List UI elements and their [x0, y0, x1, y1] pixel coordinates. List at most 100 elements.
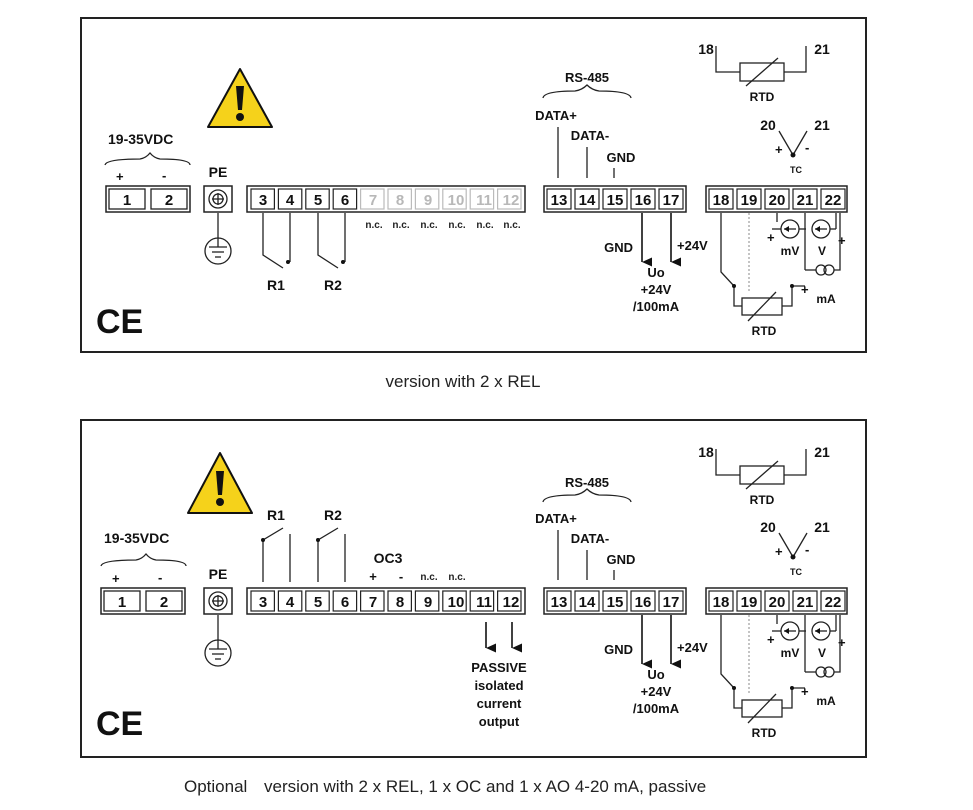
rtd-bottom-symbol	[720, 615, 805, 724]
rtd-top-right-label: 21	[814, 41, 830, 57]
v-plus: +	[838, 233, 846, 248]
mv-label: mV	[781, 646, 800, 660]
terminal-4: 4	[286, 594, 295, 611]
supply-minus: -	[158, 570, 162, 585]
terminal-22: 22	[825, 192, 842, 209]
terminal-cell	[820, 590, 846, 612]
tc-right-label: 21	[814, 117, 830, 133]
ma-plus: +	[801, 282, 809, 297]
terminal-cell	[820, 188, 846, 210]
data-minus-label: DATA-	[571, 128, 610, 143]
ce-mark: CE	[96, 705, 143, 743]
nc-label: n.c.	[476, 220, 493, 231]
tc-left-label: 20	[760, 519, 776, 535]
terminal-cell	[658, 590, 684, 612]
uo-gnd-label: GND	[604, 642, 633, 657]
terminal-cell	[305, 188, 330, 210]
relay-r1-symbol	[262, 213, 291, 269]
terminal-cell	[469, 188, 495, 210]
terminal-cell	[630, 590, 656, 612]
caption-version-optional: version with 2 x REL, 1 x OC and 1 x AO …	[264, 777, 706, 796]
ma-label: mA	[816, 292, 836, 306]
terminal-8: 8	[396, 594, 404, 611]
nc-label: n.c.	[448, 220, 465, 231]
terminal-13: 13	[551, 192, 568, 209]
terminal-cell	[414, 590, 440, 612]
nc-label: n.c.	[392, 220, 409, 231]
terminal-2: 2	[165, 192, 173, 209]
v-label: V	[818, 244, 826, 258]
caption-version-2rel: version with 2 x REL	[386, 372, 541, 391]
terminal-5: 5	[314, 192, 322, 209]
uo-rating-current: /100mA	[633, 299, 680, 314]
terminal-cell	[442, 188, 467, 210]
terminal-cell	[469, 590, 495, 612]
terminal-6: 6	[341, 192, 349, 209]
rtd-top-label: RTD	[750, 90, 775, 104]
terminal-10: 10	[448, 192, 465, 209]
terminal-1: 1	[123, 192, 131, 209]
tc-minus: -	[805, 542, 809, 557]
v-source-icon	[811, 213, 837, 239]
data-plus-label: DATA+	[535, 511, 577, 526]
terminal-cell	[546, 590, 572, 612]
nc-label: n.c.	[503, 220, 520, 231]
tc-left-label: 20	[760, 117, 776, 133]
terminal-7: 7	[369, 192, 377, 209]
relay-r2-symbol	[316, 527, 346, 582]
supply-plus: +	[112, 571, 120, 586]
mv-source-icon	[772, 615, 806, 641]
uo-label: Uo	[647, 265, 664, 280]
rs485-label: RS-485	[565, 475, 609, 490]
uo-gnd-label: GND	[604, 240, 633, 255]
terminal-cell	[792, 188, 818, 210]
terminal-cell	[360, 590, 385, 612]
terminal-9: 9	[424, 192, 432, 209]
terminal-cell	[602, 188, 628, 210]
terminal-16: 16	[635, 192, 652, 209]
supply-voltage-label: 19-35VDC	[108, 131, 173, 147]
oc3-label: OC3	[374, 550, 403, 566]
rtd-top-left-label: 18	[698, 444, 714, 460]
terminal-21: 21	[797, 192, 814, 209]
terminal-cell	[602, 590, 628, 612]
uo-label: Uo	[647, 667, 664, 682]
terminal-12: 12	[503, 192, 520, 209]
supply-minus: -	[162, 168, 166, 183]
caption-optional-prefix: Optional	[184, 777, 247, 796]
uo-rating-current: /100mA	[633, 701, 680, 716]
terminal-cell	[414, 188, 440, 210]
terminal-cell	[360, 188, 385, 210]
tc-minus: -	[805, 140, 809, 155]
terminal-18: 18	[713, 192, 730, 209]
pe-label: PE	[209, 566, 228, 582]
rtd-top-label: RTD	[750, 493, 775, 507]
terminal-cell	[708, 188, 734, 210]
passive-isolated-label: isolated	[474, 678, 523, 693]
terminal-3: 3	[259, 192, 267, 209]
terminal-14: 14	[579, 594, 596, 611]
terminal-11: 11	[476, 594, 492, 611]
terminal-22: 22	[825, 594, 842, 611]
uo-rating-voltage: +24V	[641, 684, 672, 699]
warning-icon	[187, 452, 253, 514]
gnd-label: GND	[607, 552, 636, 567]
uo-24v-label: +24V	[677, 238, 708, 253]
thermocouple-symbol	[778, 532, 808, 560]
terminal-17: 17	[663, 192, 680, 209]
passive-output-label: output	[479, 714, 520, 729]
rs485-brace	[542, 488, 632, 503]
panel-version-2rel: 19-35VDC + - 1 2 PE 3 4 5 6 7 8 9	[80, 17, 867, 353]
v-plus: +	[838, 635, 846, 650]
terminal-cell	[332, 590, 358, 612]
terminal-18: 18	[713, 594, 730, 611]
nc-label: n.c.	[448, 572, 465, 583]
terminal-cell	[250, 188, 275, 210]
warning-icon	[207, 68, 273, 128]
rs485-label: RS-485	[565, 70, 609, 85]
terminal-13: 13	[551, 594, 568, 611]
terminal-cell	[497, 188, 522, 210]
thermocouple-symbol	[778, 130, 808, 158]
terminal-20: 20	[769, 594, 786, 611]
